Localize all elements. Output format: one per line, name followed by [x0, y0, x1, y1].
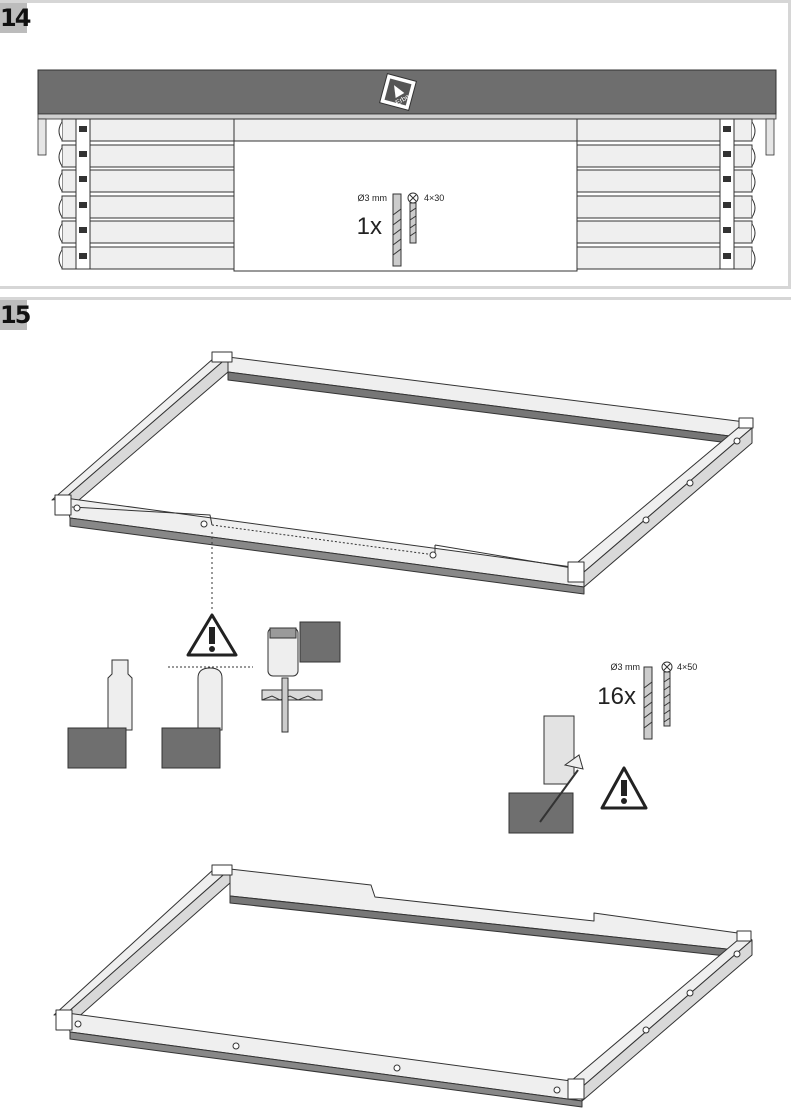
step-15-hardware-labels: Ø3 mm 4×50 16x: [597, 662, 697, 710]
step-number-15: 15: [0, 300, 31, 330]
wall-logs-left: [61, 118, 235, 270]
beam-after: [161, 667, 223, 769]
svg-text:Ø3 mm: Ø3 mm: [357, 193, 387, 203]
step-number-14: 14: [0, 3, 31, 33]
svg-text:1x: 1x: [357, 213, 382, 240]
screw-icon: [661, 661, 673, 727]
svg-text:Ø3 mm: Ø3 mm: [610, 662, 640, 672]
step-14-right-rule: [788, 0, 791, 288]
step-14-drawing: Erbe: [37, 69, 777, 272]
step-15-cut-detail: [67, 613, 341, 769]
step-14-hardware-labels: Ø3 mm 4×30 1x: [357, 193, 445, 240]
warning-icon: [186, 613, 238, 657]
forest-badge-icon: Erbe: [379, 73, 417, 111]
svg-text:4×30: 4×30: [424, 193, 444, 203]
drill-bit-icon: [392, 193, 402, 267]
step-divider: [0, 286, 791, 289]
step-15-lower-frame: [53, 864, 753, 1108]
step-divider-2: [0, 297, 791, 300]
step-15-upper-frame: [51, 351, 754, 612]
screw-icon: [407, 192, 419, 244]
left-corner-posts: [58, 118, 91, 270]
door-opening: [233, 140, 578, 272]
beam-before: [67, 659, 133, 769]
warning-icon: [600, 766, 648, 810]
jigsaw-icon: [261, 621, 341, 733]
svg-text:4×50: 4×50: [677, 662, 697, 672]
step-15-screw-detail: [508, 661, 673, 834]
svg-text:16x: 16x: [597, 683, 636, 710]
right-corner-posts: [719, 118, 756, 270]
top-rule: [0, 0, 791, 3]
drill-bit-icon: [643, 666, 653, 740]
